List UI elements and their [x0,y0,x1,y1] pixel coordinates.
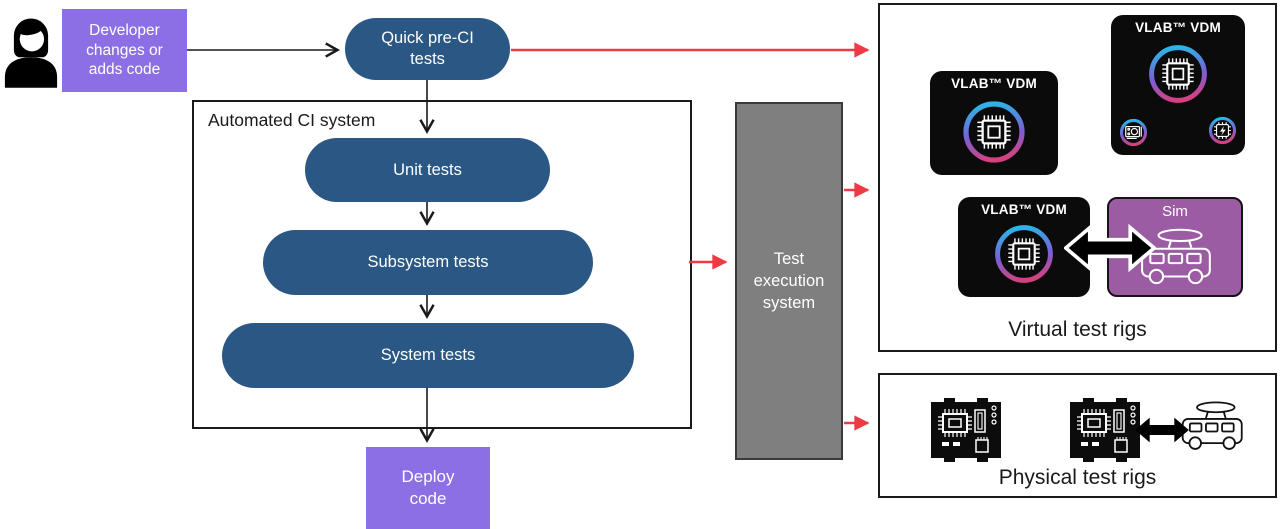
bidirectional-arrow-icon [1064,217,1156,279]
vlab-vdm-box-2: VLAB™ VDM [1111,15,1245,155]
physical-test-rigs-caption: Physical test rigs [998,466,1157,489]
vlab-vdm-label-1: VLAB™ VDM [951,76,1037,91]
circuit-board-icon [928,396,1004,464]
virtual-test-rigs-caption: Virtual test rigs [1008,318,1147,341]
sim-label: Sim [1162,203,1188,220]
test-execution-system-label: Test execution system [753,249,825,313]
microchip-medallion-icon [1145,41,1211,107]
system-tests-node: System tests [222,323,634,388]
vlab-vdm-box-1: VLAB™ VDM [930,71,1058,175]
bidirectional-arrow-icon [1134,408,1190,452]
circuit-board-icon [1067,396,1143,464]
microchip-medallion-icon [991,221,1057,287]
vehicle-icon [1181,401,1243,450]
virtual-test-rigs-panel: VLAB™ VDM VLAB™ VDM VLAB™ VDM Sim [878,3,1277,352]
test-execution-system-box: Test execution system [735,102,843,460]
deploy-code-label: Deploy code [401,467,455,508]
subsystem-tests-label: Subsystem tests [367,253,489,272]
developer-avatar-icon [4,18,58,88]
automated-ci-system-label: Automated CI system [208,110,376,130]
unit-tests-label: Unit tests [393,160,462,179]
unit-tests-node: Unit tests [305,138,550,202]
microchip-medallion-icon [959,97,1029,167]
deploy-code-box: Deploy code [366,447,490,529]
gpu-card-icon [1118,117,1149,148]
quick-preci-tests-node: Quick pre-CI tests [345,18,510,80]
vlab-vdm-label-3: VLAB™ VDM [981,202,1067,217]
system-tests-label: System tests [380,346,476,365]
autonomous-van-icon [1141,228,1211,285]
vlab-vdm-label-2: VLAB™ VDM [1135,20,1221,35]
quick-preci-tests-label: Quick pre-CI tests [381,29,474,68]
developer-changes-box: Developer changes or adds code [62,9,187,92]
subsystem-tests-node: Subsystem tests [263,230,593,295]
developer-changes-label: Developer changes or adds code [86,21,163,79]
power-chip-icon [1207,115,1238,146]
physical-test-rigs-panel: Physical test rigs [878,373,1277,498]
